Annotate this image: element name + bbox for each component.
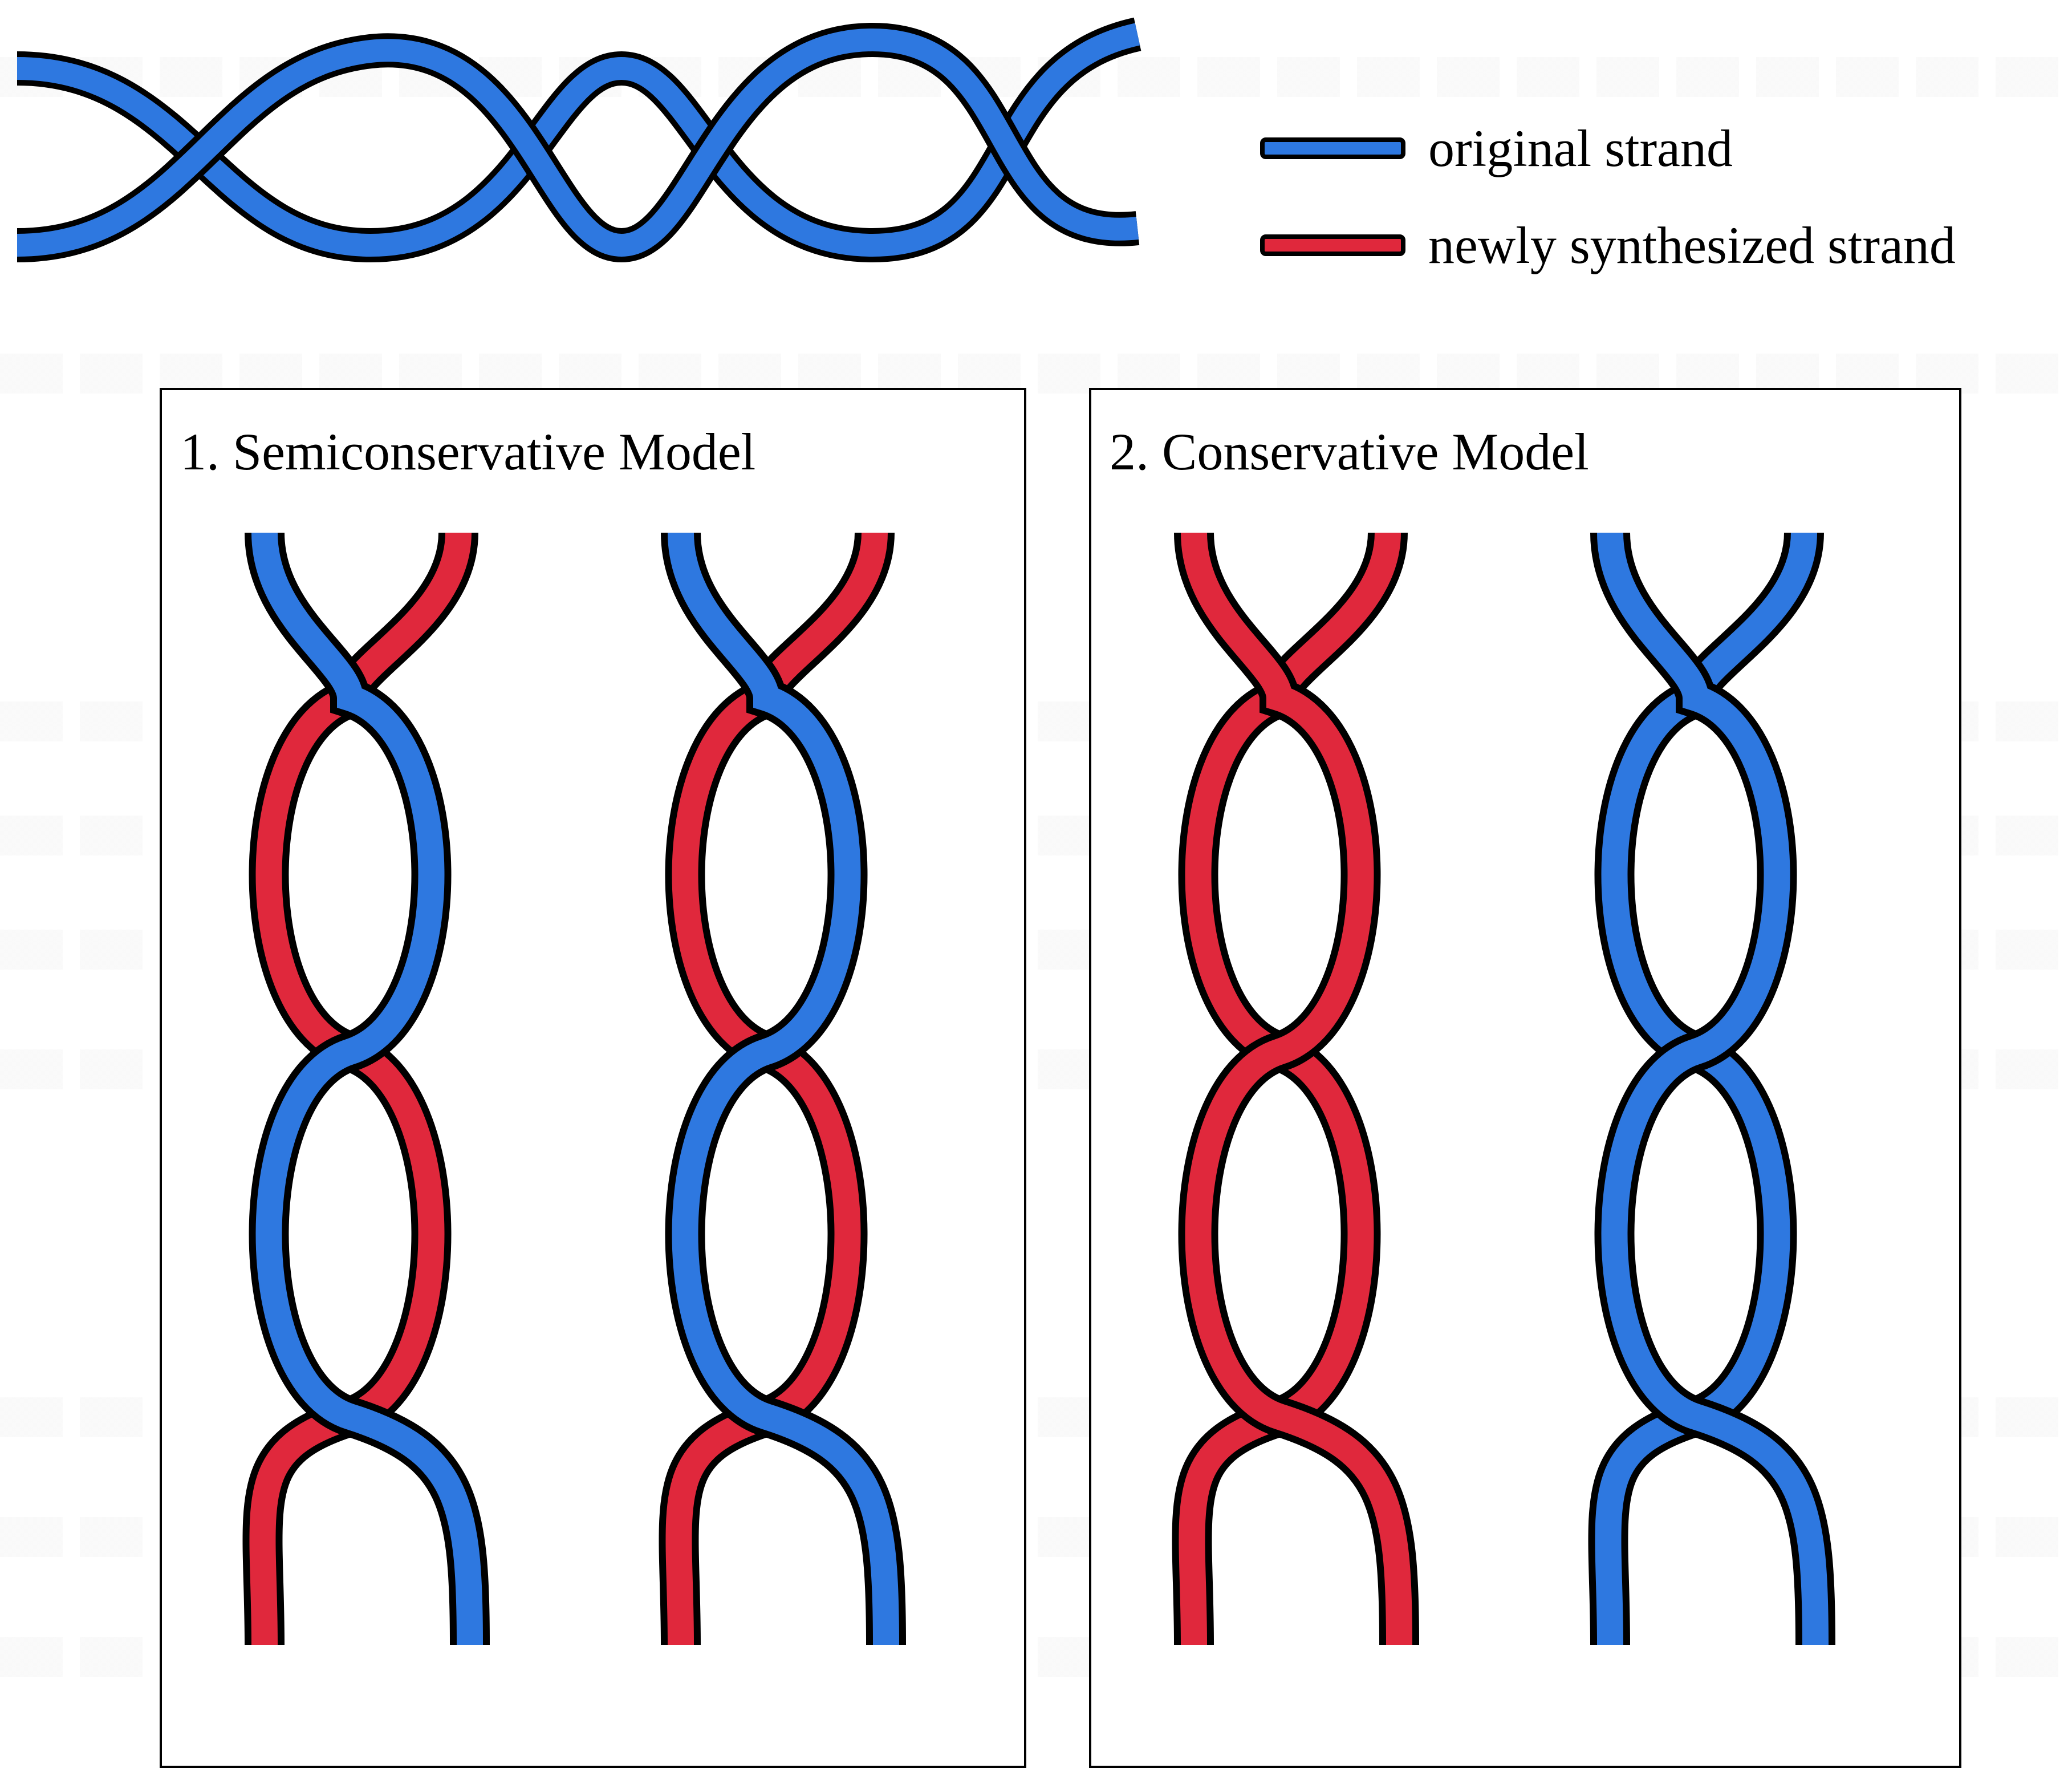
semiconservative-panel: 1. Semiconservative Model xyxy=(160,388,1026,1768)
conservative-panel: 2. Conservative Model xyxy=(1089,388,1961,1768)
semiconservative-helices xyxy=(162,390,1029,1759)
strand xyxy=(265,533,470,1645)
strand xyxy=(1610,533,1815,1645)
helix-2 xyxy=(679,533,886,1645)
legend-item-original: original strand xyxy=(1260,111,1956,185)
legend-label-original: original strand xyxy=(1428,118,1733,179)
legend-label-new: newly synthesized strand xyxy=(1428,215,1956,275)
legend-swatch-original xyxy=(1260,137,1405,159)
parental-dna-helix xyxy=(0,0,1169,297)
helix-1 xyxy=(1192,533,1399,1645)
legend-swatch-new xyxy=(1260,234,1405,256)
strand xyxy=(681,533,886,1645)
helix-2 xyxy=(1608,533,1815,1645)
helix-1 xyxy=(262,533,470,1645)
strand xyxy=(1194,533,1399,1645)
legend-item-new: newly synthesized strand xyxy=(1260,208,1956,282)
legend: original strand newly synthesized strand xyxy=(1260,111,1956,305)
conservative-helices xyxy=(1091,390,1964,1759)
